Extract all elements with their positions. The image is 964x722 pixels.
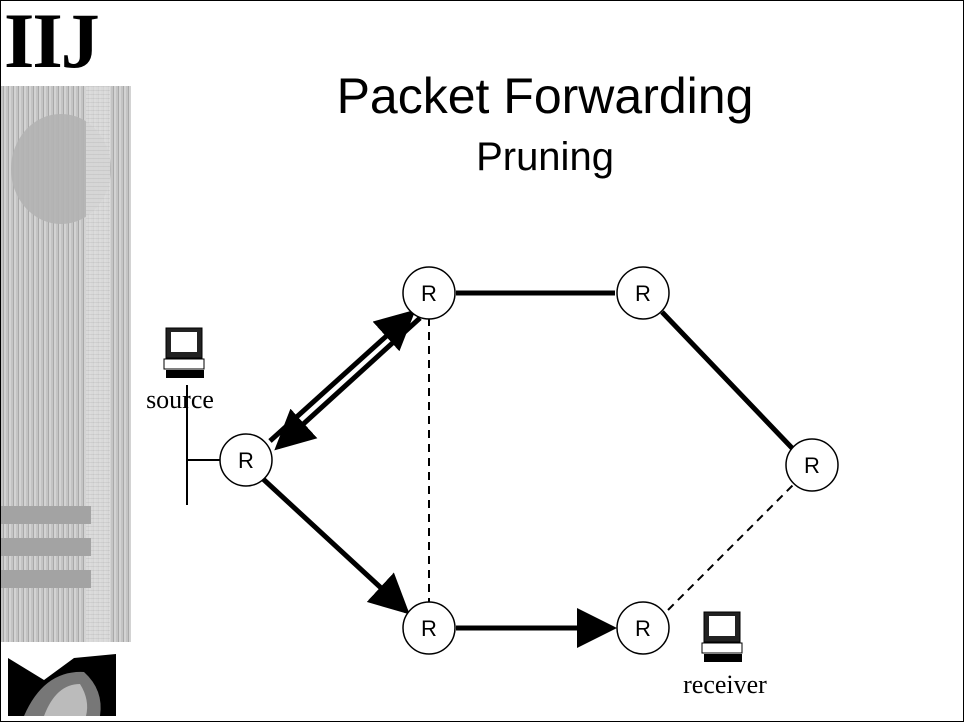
router-label: R [635, 616, 651, 641]
source-computer-icon [163, 327, 205, 378]
router-label: R [238, 448, 254, 473]
receiver-label: receiver [683, 670, 767, 699]
router-label: R [421, 281, 437, 306]
router-right: R [785, 438, 839, 492]
arrow-forward-up [268, 309, 416, 443]
router-top-left: R [402, 266, 456, 320]
iij-logo: IIJ [4, 0, 100, 84]
router-bottom-left: R [402, 601, 456, 655]
router-left: R [219, 433, 273, 487]
sidebar-band [1, 538, 91, 556]
router-label: R [421, 616, 437, 641]
decorative-sidebar [1, 86, 131, 642]
sidebar-band [1, 506, 91, 524]
sidebar-band [1, 570, 91, 588]
receiver-computer-icon [701, 611, 743, 662]
slide-title: Packet Forwarding [336, 68, 754, 124]
arrow-forward-down [260, 476, 410, 615]
iij-emblem-icon [4, 650, 122, 718]
link-pruned-right [667, 482, 796, 611]
link-top-right [660, 310, 794, 450]
source-label: source [146, 385, 214, 414]
router-bottom-right: R [616, 601, 670, 655]
router-top-right: R [616, 266, 670, 320]
slide-subtitle: Pruning [476, 135, 614, 179]
router-label: R [635, 281, 651, 306]
arrow-prune [274, 316, 422, 451]
router-label: R [804, 453, 820, 478]
